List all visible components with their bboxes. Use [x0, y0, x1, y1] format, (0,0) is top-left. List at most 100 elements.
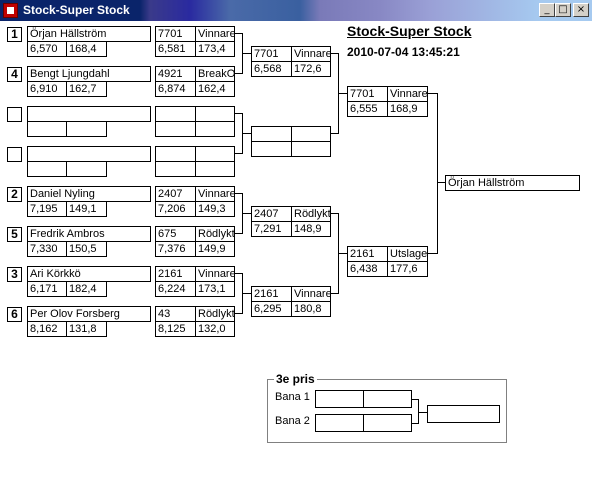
speed-value[interactable]: 182,4 — [66, 281, 107, 297]
car-number[interactable]: 7701 — [155, 26, 196, 42]
reaction-time[interactable]: 8,162 — [27, 321, 67, 337]
reaction-time[interactable]: 6,555 — [347, 101, 388, 117]
driver-name[interactable]: Ari Körkkö — [27, 266, 151, 282]
window-title: Stock-Super Stock — [23, 3, 130, 17]
heat-result[interactable]: Vinnare — [387, 86, 428, 102]
heat-result[interactable]: Utslagen — [387, 246, 428, 262]
heat-result[interactable]: BreakOu — [195, 66, 235, 82]
lane-2-car-field[interactable] — [315, 414, 364, 432]
reaction-time[interactable]: 6,438 — [347, 261, 388, 277]
heat-result[interactable]: Vinnare — [291, 286, 331, 302]
driver-name[interactable]: Bengt Ljungdahl — [27, 66, 151, 82]
reaction-time[interactable]: 7,291 — [251, 221, 292, 237]
heat-result[interactable]: Rödlyktä — [291, 206, 331, 222]
bracket-line — [331, 293, 339, 294]
reaction-time[interactable]: 6,581 — [155, 41, 196, 57]
speed-value[interactable]: 148,9 — [291, 221, 331, 237]
car-number[interactable]: 43 — [155, 306, 196, 322]
third-place-winner-field[interactable] — [427, 405, 500, 423]
minimize-icon: _ — [544, 4, 550, 15]
speed-value[interactable] — [291, 141, 331, 157]
bracket-line — [235, 73, 243, 74]
reaction-time[interactable] — [251, 141, 292, 157]
reaction-time[interactable] — [27, 161, 67, 177]
app-icon[interactable] — [3, 3, 18, 18]
lane-2-result-field[interactable] — [363, 414, 412, 432]
speed-value[interactable]: 150,5 — [66, 241, 107, 257]
lane-1-result-field[interactable] — [363, 390, 412, 408]
speed-value[interactable]: 177,6 — [387, 261, 428, 277]
reaction-time[interactable]: 6,910 — [27, 81, 67, 97]
speed-value[interactable] — [66, 161, 107, 177]
speed-value[interactable]: 131,8 — [66, 321, 107, 337]
reaction-time[interactable]: 6,874 — [155, 81, 196, 97]
reaction-time[interactable] — [27, 121, 67, 137]
reaction-time[interactable] — [155, 161, 196, 177]
speed-value[interactable]: 149,1 — [66, 201, 107, 217]
car-number[interactable]: 7701 — [251, 46, 292, 62]
car-number[interactable] — [251, 126, 292, 142]
driver-name[interactable] — [27, 146, 151, 162]
reaction-time[interactable]: 7,195 — [27, 201, 67, 217]
driver-name[interactable]: Daniel Nyling — [27, 186, 151, 202]
car-number[interactable] — [155, 146, 196, 162]
lane-1-car-field[interactable] — [315, 390, 364, 408]
car-number[interactable]: 675 — [155, 226, 196, 242]
reaction-time[interactable]: 7,206 — [155, 201, 196, 217]
reaction-time[interactable]: 7,330 — [27, 241, 67, 257]
speed-value[interactable] — [66, 121, 107, 137]
close-button[interactable]: × — [573, 3, 589, 17]
driver-name[interactable]: Per Olov Forsberg — [27, 306, 151, 322]
speed-value[interactable]: 180,8 — [291, 301, 331, 317]
car-number[interactable]: 2407 — [155, 186, 196, 202]
heat-result[interactable] — [195, 106, 235, 122]
heat-result[interactable]: Vinnare — [195, 26, 235, 42]
lane-2-label: Bana 2 — [275, 415, 310, 427]
speed-value[interactable]: 173,1 — [195, 281, 235, 297]
reaction-time[interactable]: 7,376 — [155, 241, 196, 257]
driver-name[interactable]: Örjan Hällström — [27, 26, 151, 42]
car-number[interactable]: 2407 — [251, 206, 292, 222]
car-number[interactable] — [155, 106, 196, 122]
driver-name[interactable] — [27, 106, 151, 122]
speed-value[interactable]: 162,7 — [66, 81, 107, 97]
speed-value[interactable]: 168,9 — [387, 101, 428, 117]
car-number[interactable]: 7701 — [347, 86, 388, 102]
car-number[interactable]: 2161 — [347, 246, 388, 262]
reaction-time[interactable] — [155, 121, 196, 137]
heat-result[interactable] — [291, 126, 331, 142]
minimize-button[interactable]: _ — [539, 3, 555, 17]
heat-result[interactable]: Rödlyktä — [195, 306, 235, 322]
reaction-time[interactable]: 8,125 — [155, 321, 196, 337]
reaction-time[interactable]: 6,224 — [155, 281, 196, 297]
speed-value[interactable]: 132,0 — [195, 321, 235, 337]
speed-value[interactable] — [195, 161, 235, 177]
car-number[interactable]: 2161 — [251, 286, 292, 302]
speed-value[interactable]: 172,6 — [291, 61, 331, 77]
heat-result[interactable]: Rödlyktä — [195, 226, 235, 242]
reaction-time[interactable]: 6,568 — [251, 61, 292, 77]
heat-result[interactable]: Vinnare — [195, 266, 235, 282]
heat-result[interactable]: Vinnare — [291, 46, 331, 62]
heat-result[interactable]: Vinnare — [195, 186, 235, 202]
speed-value[interactable]: 173,4 — [195, 41, 235, 57]
speed-value[interactable]: 149,9 — [195, 241, 235, 257]
heat-result[interactable] — [195, 146, 235, 162]
maximize-button[interactable]: □ — [555, 3, 571, 17]
reaction-time[interactable]: 6,171 — [27, 281, 67, 297]
bracket-line — [235, 153, 243, 154]
speed-value[interactable]: 162,4 — [195, 81, 235, 97]
speed-value[interactable] — [195, 121, 235, 137]
bracket-line — [437, 93, 438, 254]
bracket-line — [331, 133, 339, 134]
speed-value[interactable]: 149,3 — [195, 201, 235, 217]
reaction-time[interactable]: 6,295 — [251, 301, 292, 317]
winner-name[interactable]: Örjan Hällström — [445, 175, 580, 191]
driver-name[interactable]: Fredrik Ambros — [27, 226, 151, 242]
title-bar[interactable]: Stock-Super Stock _ □ × — [0, 0, 592, 21]
car-number[interactable]: 2161 — [155, 266, 196, 282]
reaction-time[interactable]: 6,570 — [27, 41, 67, 57]
car-number[interactable]: 4921 — [155, 66, 196, 82]
speed-value[interactable]: 168,4 — [66, 41, 107, 57]
